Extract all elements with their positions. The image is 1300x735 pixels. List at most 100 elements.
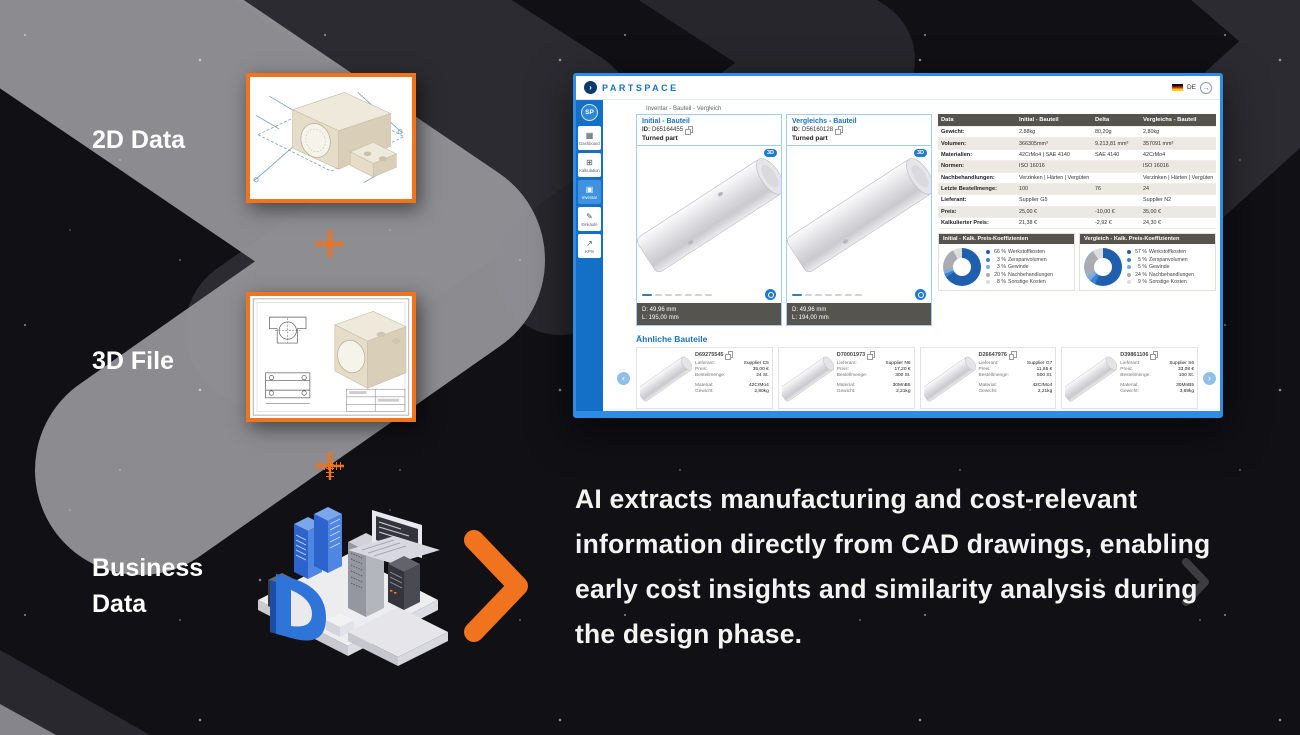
legend-item: 3 %Zerspanvolumen xyxy=(986,257,1053,263)
language-label[interactable]: DE xyxy=(1186,84,1196,91)
part-type: Turned part xyxy=(792,135,828,142)
language-flag-icon[interactable] xyxy=(1171,84,1183,91)
similar-part-card[interactable]: D26647976 Lieferant:Supplier G7 Preis:11… xyxy=(919,347,1057,409)
supplier-value: Supplier N6 xyxy=(885,361,911,366)
copy-icon[interactable] xyxy=(835,126,844,135)
dimension-bar: D: 49,96 mm L: 194,00 mm xyxy=(787,303,931,325)
part-viewer[interactable]: 3D xyxy=(637,146,781,286)
legend-dot xyxy=(1127,257,1131,262)
cad-2d-illustration xyxy=(253,92,405,184)
legend-dot xyxy=(1127,250,1131,255)
similar-part-card[interactable]: D39861106 Lieferant:Supplier S6 Preis:33… xyxy=(1061,347,1198,409)
cylinder-render xyxy=(637,158,781,273)
similar-parts-row: D69275545 Lieferant:Supplier C5 Preis:35… xyxy=(636,347,1198,409)
weight-value: 2,21kg xyxy=(1037,388,1053,394)
part-title: Vergleichs - Bauteil xyxy=(792,118,857,125)
table-row: Preis:25,00 €-10,00 €35,00 € xyxy=(938,206,1216,218)
similar-part-card[interactable]: D69275545 Lieferant:Supplier C5 Preis:35… xyxy=(636,347,773,409)
cylinder-render xyxy=(787,158,931,273)
caption-text: AI extracts manufacturing and cost-relev… xyxy=(575,484,1211,649)
table-row: Nachbehandlungen:Verzinken | Härten | Ve… xyxy=(938,172,1216,184)
price-value: 11,85 € xyxy=(1036,367,1053,373)
qty-value: 24 St. xyxy=(756,373,769,379)
table-row: Kalkulierter Preis:21,38 €-2,92 €24,30 € xyxy=(938,218,1216,229)
app-topbar: › PARTSPACE DE → xyxy=(576,76,1220,100)
price-value: 17,20 € xyxy=(894,367,911,373)
legend-item: 24 %Nachbehandlungen xyxy=(1127,272,1194,278)
cylinder-thumb xyxy=(923,356,976,402)
sidebar-item-dashboard[interactable]: ▦ Dashboard xyxy=(578,126,601,150)
avatar[interactable]: SP xyxy=(581,104,598,121)
legend-item: 66 %Werkstoffkosten xyxy=(986,249,1053,255)
plus-icon xyxy=(316,452,344,480)
similar-parts-heading: Ähnliche Bauteile xyxy=(636,334,708,344)
cylinder-thumb xyxy=(781,356,834,402)
chart-icon: ↗ xyxy=(586,238,593,248)
3d-badge[interactable]: 3D xyxy=(913,149,927,157)
timeline-dash xyxy=(792,293,802,296)
donut-panel-vergleich: Vergleich - Kalk. Preis-Koeffizienten 57… xyxy=(1079,233,1216,292)
part-viewer[interactable]: 3D xyxy=(787,146,931,286)
business-data-illustration xyxy=(258,507,448,666)
carousel-prev-button[interactable]: ‹ xyxy=(617,372,630,385)
part-type: Turned part xyxy=(642,135,678,142)
inventory-icon: ▣ xyxy=(585,184,594,194)
arrow-chevron-icon xyxy=(464,530,528,642)
viewer-toolbar xyxy=(787,286,931,303)
copy-icon[interactable] xyxy=(725,351,734,360)
sidebar-item-kpis[interactable]: ↗ KPIs xyxy=(578,234,601,258)
legend-dot xyxy=(986,257,990,262)
qty-value: 300 St. xyxy=(895,373,911,379)
carousel-next-button[interactable]: › xyxy=(1203,372,1216,385)
material-value: 30MnB5 xyxy=(1176,382,1194,388)
view-reset-button[interactable] xyxy=(915,289,926,300)
label-3d-file: 3D File xyxy=(92,347,174,375)
copy-icon[interactable] xyxy=(1008,351,1017,360)
plus-icon xyxy=(316,230,344,258)
label-business-data: Business Data xyxy=(92,554,204,618)
comparison-table: Data Initial - Bauteil Delta Vergleichs … xyxy=(938,114,1216,229)
legend-dot xyxy=(1127,280,1131,285)
dashboard-icon: ▦ xyxy=(585,130,594,140)
copy-icon[interactable] xyxy=(867,351,876,360)
qty-value: 100 St. xyxy=(1178,373,1194,379)
timeline-dash xyxy=(642,293,652,296)
3d-badge[interactable]: 3D xyxy=(763,149,777,157)
supplier-value: Supplier S6 xyxy=(1169,361,1194,366)
legend-item: 3 %Gewinde xyxy=(986,264,1053,270)
sidebar-item-label: KPIs xyxy=(585,248,594,254)
price-value: 33,08 € xyxy=(1177,367,1194,373)
part-card-initial: Initial - Bauteil ID: D65164455 Turned p… xyxy=(636,114,782,326)
breadcrumb[interactable]: Inventar - Bauteil - Vergleich xyxy=(646,106,722,112)
comparison-panel: Data Initial - Bauteil Delta Vergleichs … xyxy=(938,114,1216,292)
material-value: 42CrMo4 xyxy=(749,382,769,388)
copy-icon[interactable] xyxy=(1150,351,1159,360)
dimension-bar: D: 49,96 mm L: 195,00 mm xyxy=(637,303,781,325)
app-screenshot-frame: › PARTSPACE DE → SP ▦ Dashboard ⊞ Kalkul… xyxy=(573,73,1223,418)
sidebar-item-einkaeufe[interactable]: ✎ Einkäufe xyxy=(578,207,601,231)
weight-value: 2,21kg xyxy=(896,388,911,394)
viewer-toolbar xyxy=(637,286,781,303)
legend-dot xyxy=(1127,265,1131,270)
sidebar-item-kalkulation[interactable]: ⊞ Kalkulation xyxy=(578,153,601,177)
logout-icon[interactable]: → xyxy=(1200,81,1212,94)
similar-part-card[interactable]: D70001973 Lieferant:Supplier N6 Preis:17… xyxy=(777,347,915,409)
legend-dot xyxy=(986,272,990,277)
copy-icon[interactable] xyxy=(685,126,694,135)
qty-value: 500 St. xyxy=(1037,373,1053,379)
part-id: D65164455 xyxy=(652,127,684,133)
legend-item: 20 %Nachbehandlungen xyxy=(986,272,1053,278)
similar-part-id: D69275545 xyxy=(695,352,724,358)
donut-title: Vergleich - Kalk. Preis-Koeffizienten xyxy=(1080,234,1215,245)
3d-file-image xyxy=(246,292,416,422)
donut-title: Initial - Kalk. Preis-Koeffizienten xyxy=(939,234,1074,245)
2d-drawing-image xyxy=(246,73,416,203)
view-reset-button[interactable] xyxy=(765,289,776,300)
sidebar-item-inventar[interactable]: ▣ Inventar xyxy=(578,180,601,204)
brand-logo-icon: › xyxy=(584,81,597,94)
